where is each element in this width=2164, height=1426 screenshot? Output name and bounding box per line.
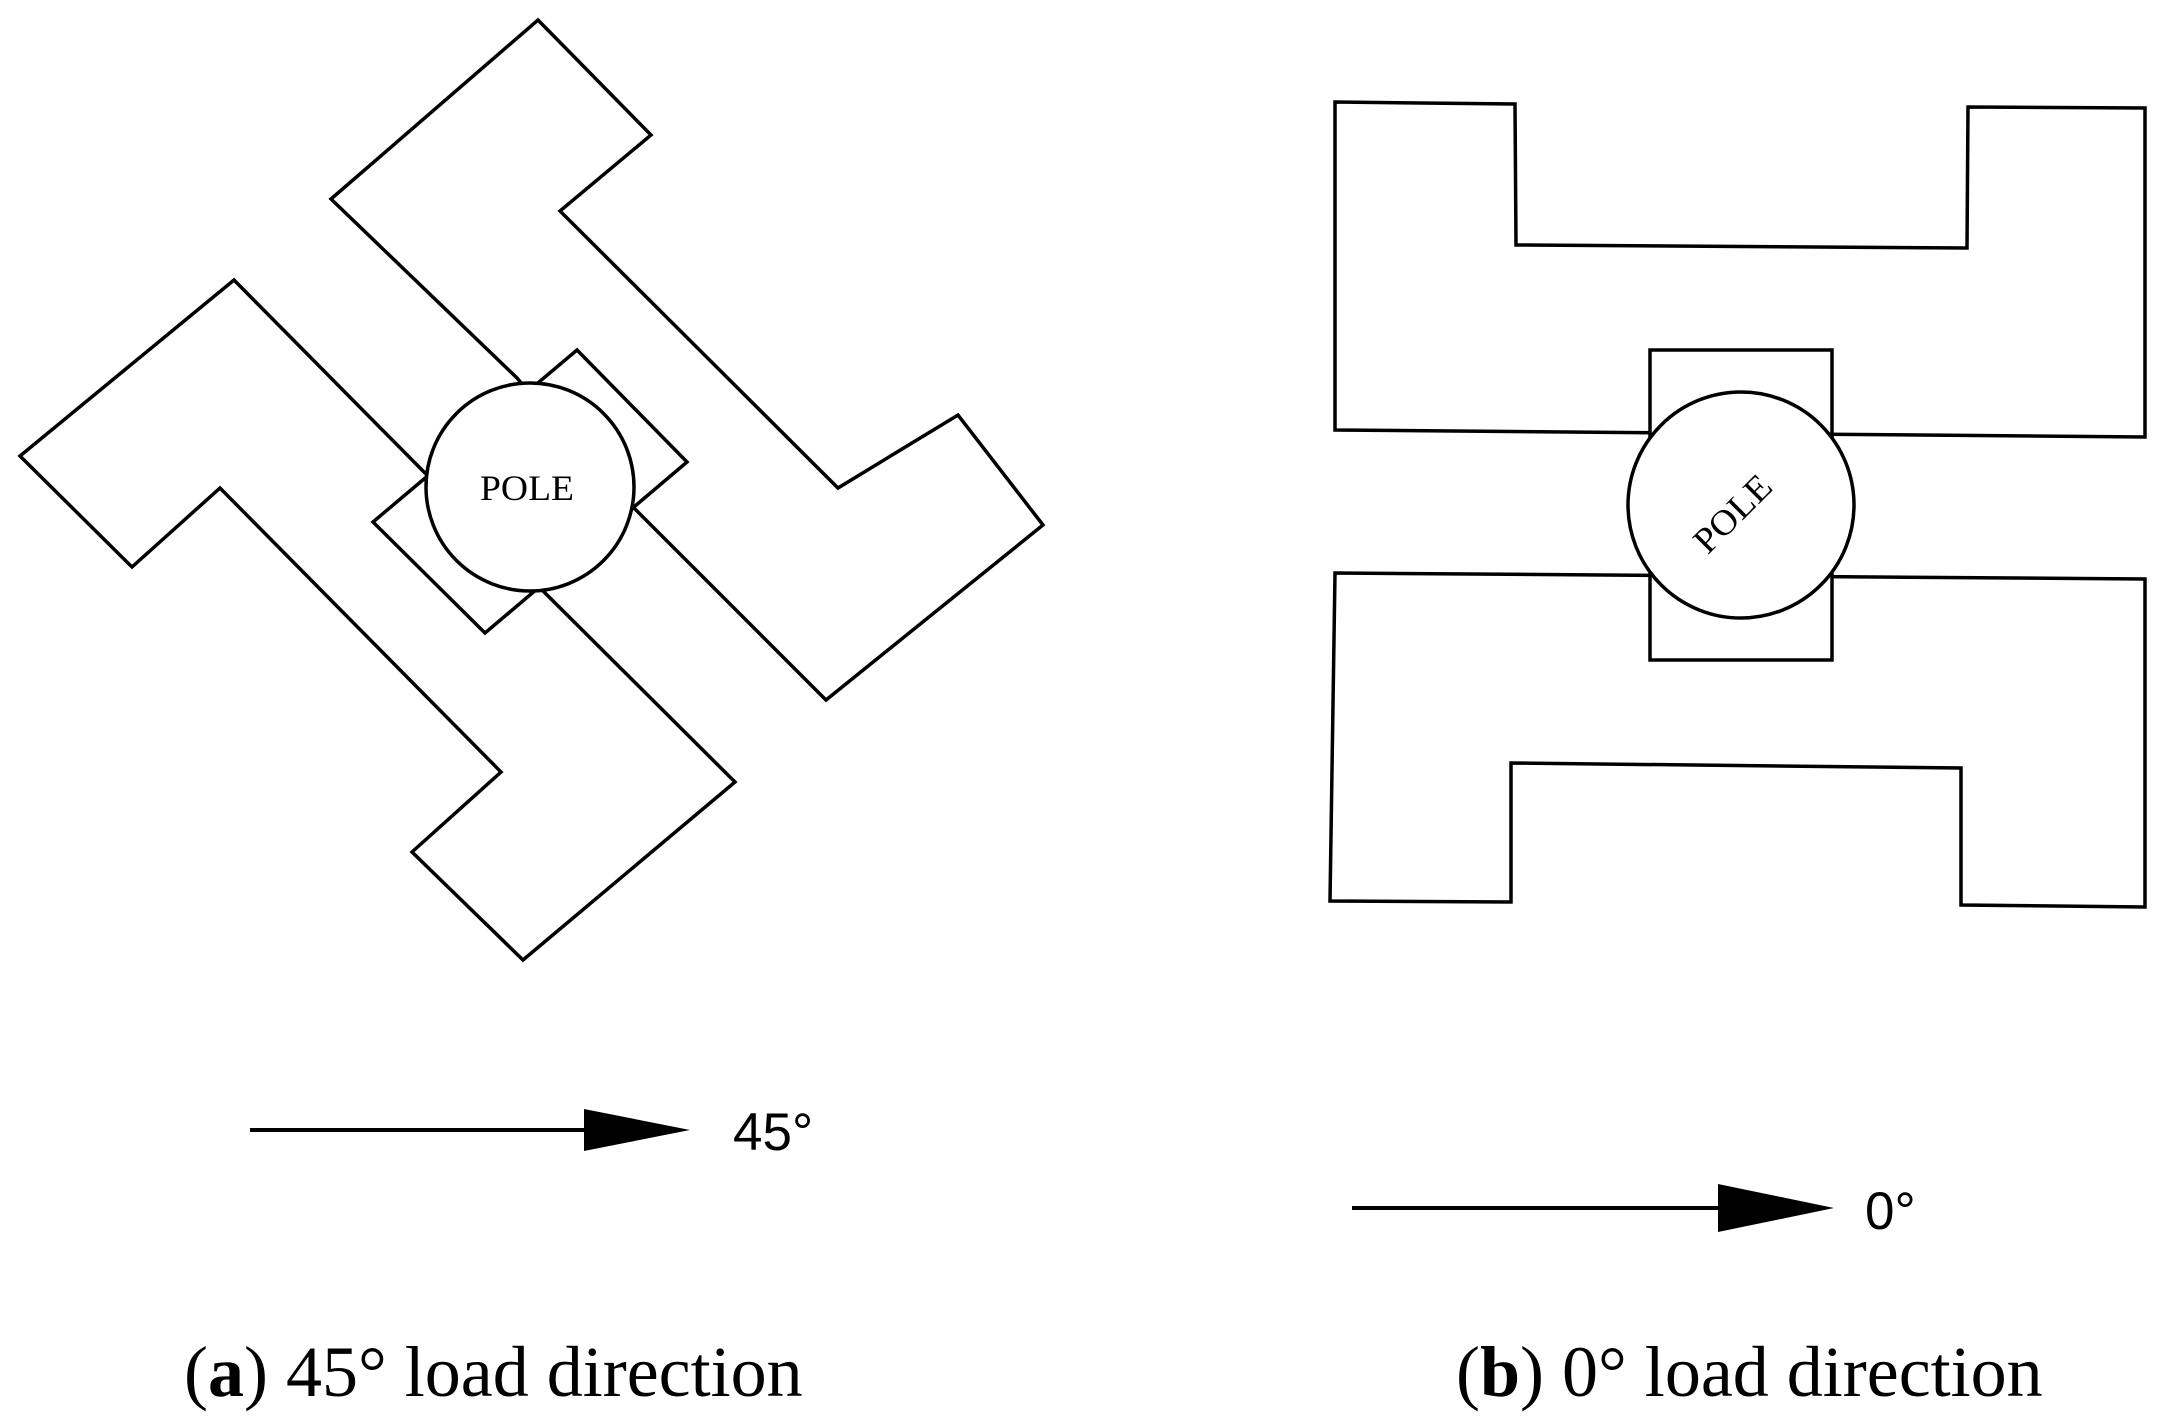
panel-b-diagram: POLE bbox=[1328, 100, 2147, 909]
caption-text-b: 0° load direction bbox=[1562, 1332, 2043, 1412]
arrowhead-a bbox=[584, 1109, 690, 1151]
caption-text-a: 45° load direction bbox=[285, 1332, 803, 1412]
caption-a: (a) 45° load direction bbox=[184, 1332, 803, 1412]
arm-bottom bbox=[1328, 571, 2147, 909]
caption-letter-a: a bbox=[207, 1332, 244, 1412]
caption-b: (b) 0° load direction bbox=[1456, 1332, 2043, 1412]
arrow-angle-label-a: 45° bbox=[733, 1103, 813, 1162]
pole-circle bbox=[424, 381, 636, 593]
panel-a-diagram: POLE bbox=[17, 17, 1046, 963]
arrow-angle-label-b: 0° bbox=[1865, 1182, 1916, 1241]
arm-top bbox=[1333, 100, 2147, 439]
load-arrow-a bbox=[250, 1109, 690, 1151]
arrowhead-b bbox=[1718, 1184, 1834, 1232]
arm-upper-right bbox=[328, 17, 1046, 703]
pole-circle bbox=[1626, 390, 1856, 620]
caption-letter-b: b bbox=[1479, 1332, 1521, 1412]
load-arrow-b bbox=[1352, 1184, 1834, 1232]
pole-label: POLE bbox=[480, 468, 574, 508]
